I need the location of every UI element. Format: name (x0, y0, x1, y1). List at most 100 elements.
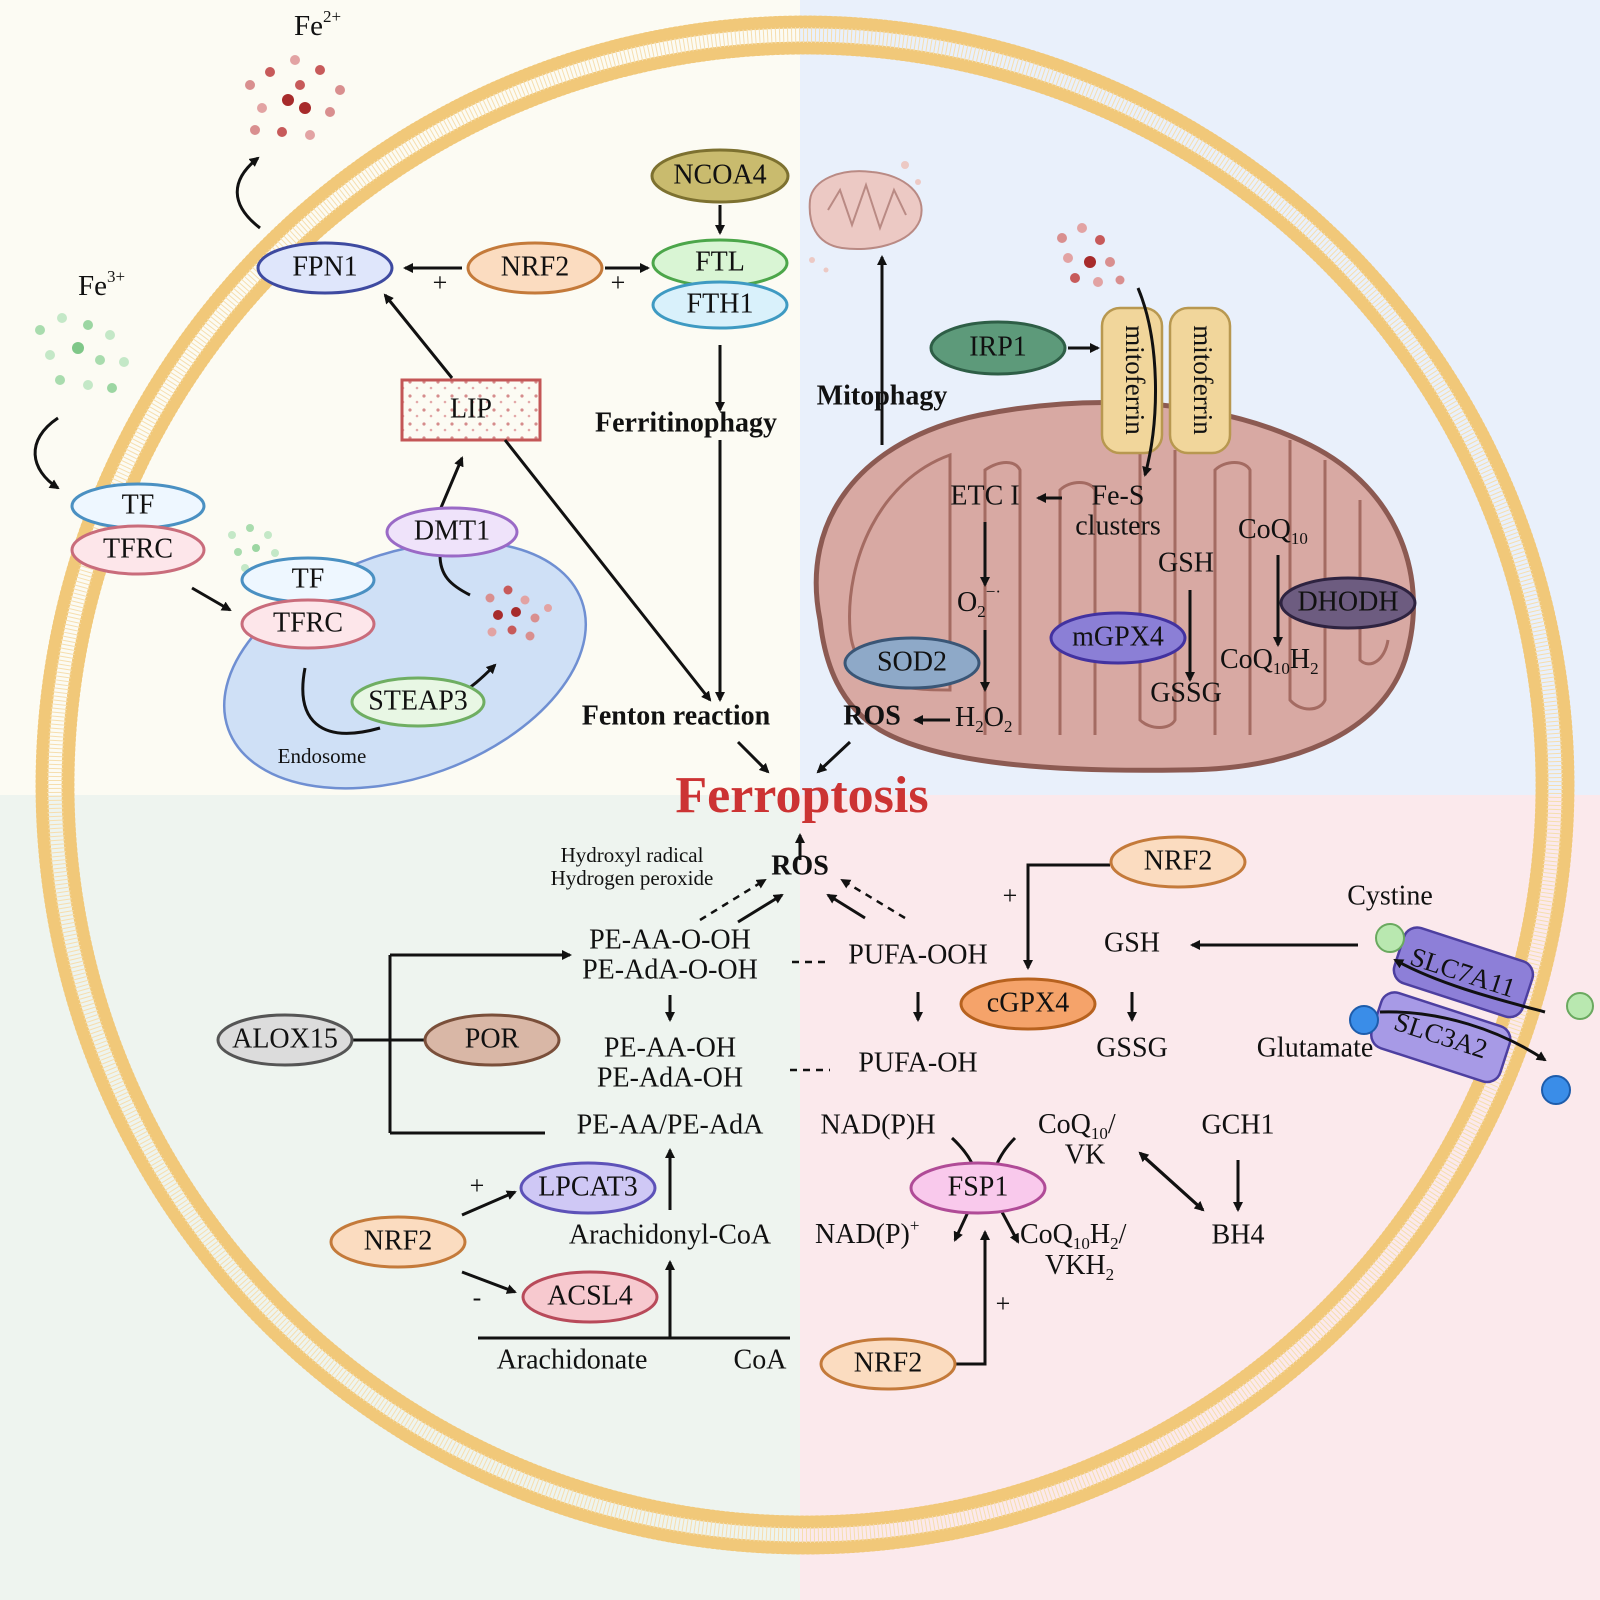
sod2-node-shape (843, 636, 981, 690)
vkh2-label: VKH2 (1045, 1250, 1114, 1283)
ros-mito-label: ROS (843, 700, 901, 731)
ferritinophagy-label: Ferritinophagy (595, 407, 777, 438)
nrf2-top-node-shape (466, 241, 604, 295)
lpcat3-node-label: LPCAT3 (538, 1171, 638, 1202)
fsp1-node: FSP1 (909, 1161, 1047, 1215)
nrf2-to-acsl4-arrow (461, 1270, 517, 1294)
dmt1-to-lip-arrow (438, 456, 464, 511)
page-title: Ferroptosis (675, 767, 928, 824)
nrf2-to-fsp1-arrow (955, 1230, 990, 1366)
steap3-node-shape (350, 676, 486, 728)
mgpx4-node-shape (1049, 611, 1187, 665)
tfrc-outer-node-label: TFRC (103, 533, 173, 564)
vk-label: VK (1065, 1139, 1105, 1170)
plus-sign-ftl: + (611, 268, 626, 297)
gssg-cyto-label: GSSG (1096, 1032, 1168, 1063)
tf-outer-node-label: TF (122, 489, 155, 520)
fsp1-to-coq10h2-arrow (1000, 1211, 1020, 1244)
nrf2-bottom-node-shape (819, 1337, 957, 1391)
fpn1-node-shape (256, 241, 394, 295)
coq10h2-vk-label: CoQ10H2/ (1020, 1219, 1127, 1252)
nadp-label: NAD(P)+ (815, 1216, 919, 1251)
steap3-node-label: STEAP3 (368, 685, 468, 716)
coq10h2-mito-label: CoQ10H2 (1220, 644, 1319, 677)
mitophagy-mitochondrion-icon (808, 161, 923, 273)
tfrc-endocytosis-arrow (191, 586, 232, 612)
nrf2-right-node: NRF2 (1109, 835, 1247, 889)
fsp1-to-nadp-arrow (953, 1211, 970, 1242)
sod2-node: SOD2 (843, 636, 981, 690)
endosome-iron-particles (485, 585, 552, 641)
nrf2-to-lpcat3-arrow (461, 1190, 517, 1217)
glutamate-ball-icon (1541, 1075, 1571, 1105)
iron-through-mitoferrin-arrow (1136, 287, 1157, 477)
dmt1-node-label: DMT1 (414, 515, 490, 546)
slc-transporter (1370, 926, 1535, 1084)
pe-aa-ada-label: PE-AA/PE-AdA (577, 1109, 764, 1140)
ros-center-label: ROS (771, 850, 829, 881)
fenton-to-ferroptosis-arrow (736, 740, 770, 774)
mitoferrin-channel (1100, 306, 1232, 455)
hydrogen-peroxide-label: Hydrogen peroxide (551, 866, 714, 890)
cystine-import-arrow (1393, 958, 1546, 1014)
glutamate-label: Glutamate (1257, 1032, 1374, 1063)
ncoa4-node-label: NCOA4 (673, 159, 766, 190)
dmt1-node-shape (385, 506, 519, 558)
tfrc-outer-node: TFRC (70, 524, 206, 576)
bh4-label: BH4 (1212, 1219, 1265, 1250)
irp1-node: IRP1 (929, 320, 1067, 376)
pufaooh-to-ros-arrow (826, 893, 866, 920)
pufa-oh-label: PUFA-OH (858, 1047, 977, 1078)
nrf2-top-node: NRF2 (466, 241, 604, 295)
fe2-label: Fe2+ (294, 7, 341, 42)
nadph-label: NAD(P)H (820, 1109, 935, 1140)
nrf2-to-cgpx4-arrow (1023, 863, 1110, 970)
cgpx4-node-shape (959, 977, 1097, 1031)
coq10-mito-label: CoQ10 (1238, 514, 1308, 547)
acsl4-node-shape (521, 1270, 659, 1324)
fe3-label: Fe3+ (78, 267, 125, 302)
pe-ada-ooh-label: PE-AdA-O-OH (582, 954, 758, 985)
fes-label-line2: clusters (1075, 510, 1161, 541)
ros-to-ferroptosis-arrow (816, 740, 852, 774)
cystine-label: Cystine (1347, 880, 1433, 911)
tfrc-inner-node-shape (240, 598, 376, 650)
plus-sign-fpn1: + (433, 268, 448, 297)
plus-sign-fsp1: + (996, 1289, 1011, 1318)
acsl4-node-label: ACSL4 (547, 1280, 633, 1311)
alox15-node-shape (216, 1013, 354, 1067)
alox15-node-label: ALOX15 (232, 1023, 338, 1054)
fenton-reaction-label: Fenton reaction (582, 700, 771, 731)
lip-to-fenton-arrow (503, 439, 712, 702)
gssg-mito-label: GSSG (1150, 677, 1222, 708)
glutamate-export-arrow (1379, 1010, 1547, 1062)
dmt1-node: DMT1 (385, 506, 519, 558)
tfrc-outer-node-shape (70, 524, 206, 576)
dhodh-node-label: DHODH (1297, 586, 1398, 617)
fe2-iron-particles (245, 55, 345, 140)
o2-superoxide-label: O2−· (957, 582, 1001, 621)
fe2-export-arrow (235, 156, 261, 230)
etc1-label: ETC I (950, 480, 1019, 511)
alox15-node: ALOX15 (216, 1013, 354, 1067)
mitoferrin-label-a: mitoferrin (1120, 325, 1150, 435)
pe-ada-oh-label: PE-AdA-OH (597, 1062, 743, 1093)
lip-pool-box (400, 378, 542, 442)
cell-membrane (35, 15, 1575, 1555)
por-node-shape (423, 1013, 561, 1067)
nrf2-top-node-label: NRF2 (501, 251, 569, 282)
pufa-ooh-label: PUFA-OOH (848, 939, 988, 970)
mito-iron-particles (1057, 223, 1125, 287)
gsh-mito-label: GSH (1158, 547, 1214, 578)
fe3-iron-particles (35, 313, 129, 393)
iron-to-dmt1-curve (438, 554, 471, 597)
ftl-node: FTL (651, 238, 789, 288)
alox15-branch-lines (348, 955, 545, 1135)
cgpx4-node: cGPX4 (959, 977, 1097, 1031)
sod2-node-label: SOD2 (877, 646, 947, 677)
fe3-import-arrow (33, 416, 60, 490)
quadrant-bottom-left (0, 795, 800, 1600)
pe-aa-oh-label: PE-AA-OH (604, 1032, 736, 1063)
nrf2-left-node-shape (329, 1215, 467, 1269)
ncoa4-node-shape (650, 148, 790, 204)
